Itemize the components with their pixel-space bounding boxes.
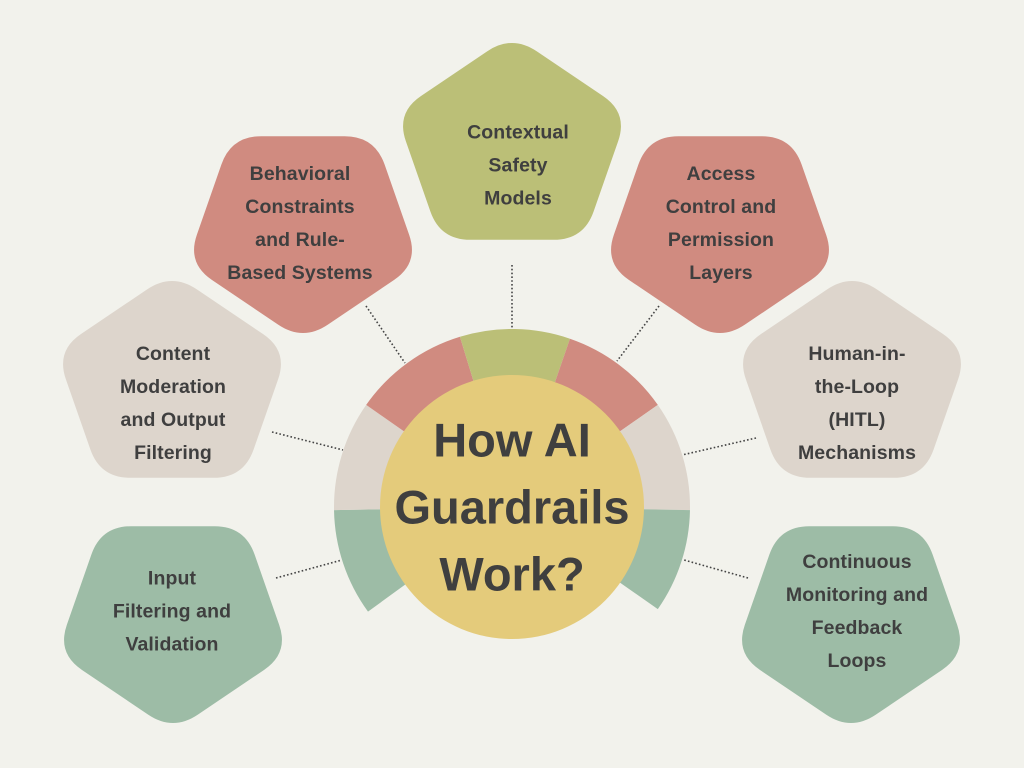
node-label-line: the-Loop xyxy=(814,376,900,398)
node-label-line: Mechanisms xyxy=(797,442,917,464)
pentagon-continuous-monitoring xyxy=(742,526,960,724)
node-label-line: Control and xyxy=(665,196,777,218)
node-label-line: Feedback xyxy=(811,617,903,639)
connector-continuous-monitoring xyxy=(683,559,749,579)
node-label-line: Layers xyxy=(689,262,753,284)
diagram-title: How AI Guardrails Work? xyxy=(382,407,642,608)
pentagon-contextual-safety xyxy=(403,42,621,240)
pentagon-access-control xyxy=(611,136,829,334)
node-label-line: and Rule- xyxy=(255,229,345,251)
node-label-line: Content xyxy=(135,343,211,365)
node-label-line: Continuous xyxy=(802,551,912,573)
node-label-line: Loops xyxy=(827,650,887,672)
node-label-line: Safety xyxy=(488,154,548,177)
node-label-line: Permission xyxy=(667,229,775,251)
pentagon-behavioral-constraints xyxy=(194,136,412,334)
node-label-line: Human-in- xyxy=(808,343,906,365)
connector-input-filtering xyxy=(275,559,343,579)
node-label-line: Monitoring and xyxy=(785,584,929,606)
pentagon-input-filtering xyxy=(64,526,282,724)
pentagon-human-in-the-loop xyxy=(743,280,961,478)
connector-human-in-the-loop xyxy=(681,437,757,456)
connector-behavioral-constraints xyxy=(365,305,406,364)
node-label-line: (HITL) xyxy=(828,409,886,431)
node-label-line: Filtering and xyxy=(112,600,232,623)
pentagon-content-moderation xyxy=(63,280,281,478)
node-label-line: Models xyxy=(484,187,552,210)
node-label-line: Behavioral xyxy=(249,163,351,185)
node-label-line: Access xyxy=(686,163,756,185)
node-label-human-in-the-loop: Human-in-the-Loop (HITL) Mechanisms xyxy=(757,338,957,470)
node-label-line: Contextual xyxy=(467,121,569,144)
title-line-1: How AI xyxy=(433,413,591,467)
node-label-line: Based Systems xyxy=(227,262,373,284)
node-label-line: Filtering xyxy=(134,442,212,464)
node-label-line: Validation xyxy=(125,633,219,656)
title-line-2: Guardrails xyxy=(394,480,630,534)
node-label-line: Moderation xyxy=(119,376,227,398)
center-circle xyxy=(380,375,644,639)
node-label-line: and Output xyxy=(120,409,226,431)
connector-content-moderation xyxy=(271,431,344,451)
node-label-line: Input xyxy=(147,567,197,590)
node-label-line: Constraints xyxy=(245,196,355,218)
connector-access-control xyxy=(616,305,660,362)
title-line-3: Work? xyxy=(439,547,585,601)
